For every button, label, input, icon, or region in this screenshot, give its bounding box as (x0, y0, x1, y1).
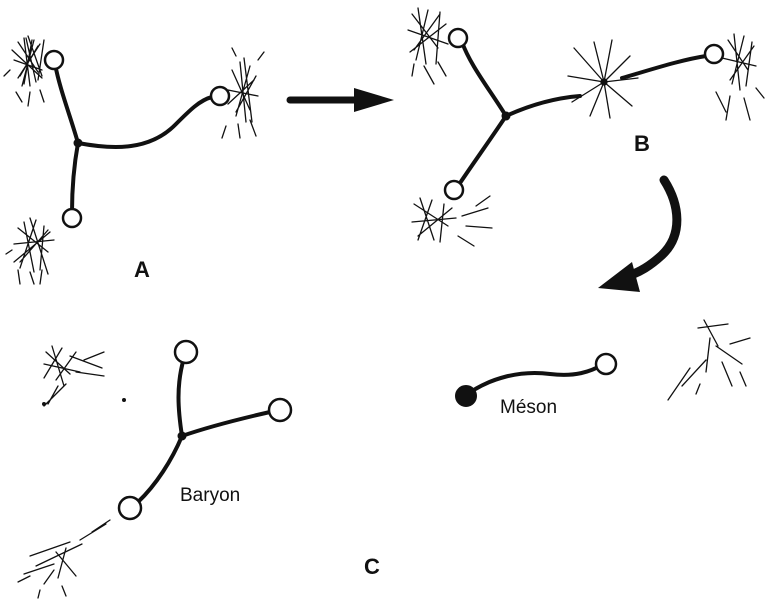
panel-a-cloud-right (221, 47, 265, 139)
meson-label: Méson (500, 397, 558, 418)
panel-a-cloud-upper-left (3, 35, 45, 107)
panel-c-meson-string (464, 362, 606, 397)
panel-c-label: C (364, 554, 380, 579)
panel-c-meson-quark (594, 352, 618, 376)
panel-c-meson (455, 352, 618, 407)
panel-b-cloud-upper-left (407, 7, 449, 85)
panel-b-string-right-stub (504, 94, 582, 118)
panel-b-string-upper-left (460, 40, 508, 118)
panel-a-string-lower (70, 141, 80, 214)
panel-a-string-upper-left (53, 62, 80, 145)
panel-b-junction (501, 111, 511, 121)
panel-c-cloud-right (667, 319, 751, 401)
panel-a-string-right (76, 95, 214, 149)
panel-b-quark-lower (443, 179, 465, 201)
arrow-b-to-c (598, 175, 682, 292)
panel-c-string-upper (176, 356, 186, 438)
panel-c-baryon (117, 339, 293, 521)
panel-c-string-lower (136, 434, 184, 504)
panel-a-cloud-lower (5, 217, 55, 285)
panel-c-cloud-lower-left (17, 519, 111, 585)
panel-b-quark-upper-left (447, 27, 469, 49)
baryon-label: Baryon (180, 485, 241, 506)
panel-b-break-flash (567, 39, 639, 119)
panel-a-quark-right (209, 85, 231, 107)
panel-c-junction (177, 431, 187, 441)
panel-b-cloud-lower (411, 195, 493, 247)
panel-c-quark-right (267, 397, 293, 423)
panel-c-cloud-upper-left (43, 345, 105, 407)
panel-b-string-lower (456, 114, 508, 188)
panel-b-string-broken-right (620, 54, 708, 80)
panel-c-meson-antiquark (455, 385, 477, 407)
panel-b-label: B (634, 131, 650, 156)
panel-c-string-right (180, 410, 272, 438)
panel-c-debris (17, 319, 751, 599)
panel-a-quark-upper-left (43, 49, 65, 71)
panel-b-cloud-right (715, 33, 765, 121)
panel-c-quark-lower (117, 495, 143, 521)
panel-b-quark-right (703, 43, 725, 65)
panel-a-label: A (134, 257, 150, 282)
panel-a-junction (73, 138, 83, 148)
panel-b-string-breaking (407, 7, 765, 247)
arrow-a-to-b (286, 88, 394, 112)
panel-a-baryon-stretched (3, 35, 265, 285)
panel-a-quark-lower (61, 207, 83, 229)
panel-c-quark-upper (173, 339, 199, 365)
